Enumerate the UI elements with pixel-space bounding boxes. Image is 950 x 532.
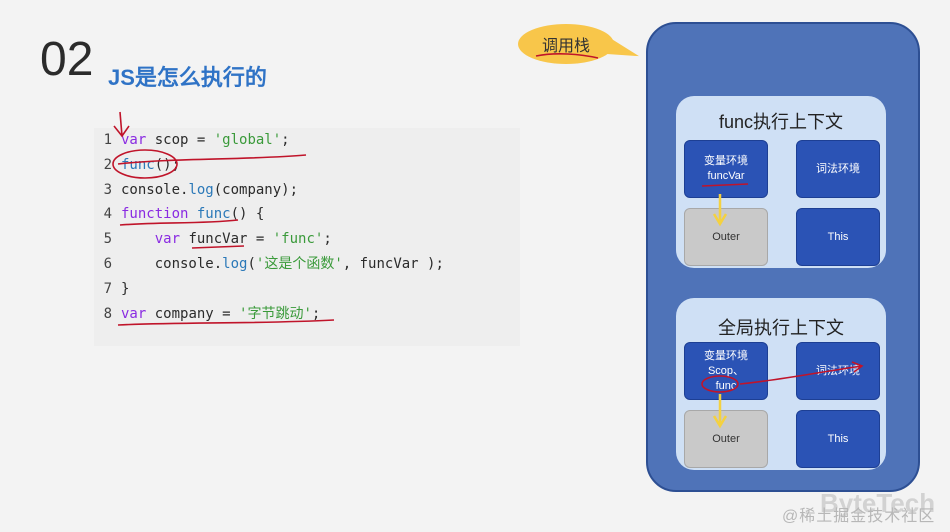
code-line: 8 var company = '字节跳动'; [94,302,321,326]
code-token: company = [146,305,240,322]
func-lex-env-label: 词法环境 [816,162,860,175]
code-line: 6 console.log('这是个函数', funcVar ); [94,252,444,276]
global-var-env-scop: Scop、 [707,364,745,377]
global-var-env-func: func [715,379,737,392]
call-stack-callout: 调用栈 [518,24,614,64]
code-token: func [121,156,155,173]
code-token: } [121,280,130,297]
global-this: This [796,410,880,468]
code-token: (company); [213,181,299,198]
global-var-env-label: 变量环境 [704,349,748,362]
code-token: 'func' [272,231,324,248]
code-line: 5 var funcVar = 'func'; [94,227,332,251]
func-lexical-environment: 词法环境 [796,140,880,198]
func-outer: Outer [684,208,768,266]
code-token: '这是个函数' [255,256,343,272]
code-token [188,206,196,222]
code-line: 4 function func() { [94,202,265,226]
global-lex-env-label: 词法环境 [816,364,860,377]
global-context-title: 全局执行上下文 [718,318,844,338]
line-number: 2 [103,156,112,173]
code-token: console. [121,181,189,198]
code-token: func [196,206,231,223]
code-line: 2 func(); [94,153,180,177]
code-token: scop = [146,132,214,148]
func-var-env-label: 变量环境 [704,155,748,167]
global-lexical-environment: 词法环境 [796,342,880,400]
code-token: ; [311,305,321,322]
code-token: var [121,305,147,322]
global-outer-label: Outer [712,432,740,445]
func-variable-environment: 变量环境 funcVar [684,140,768,198]
bytetech-logo: ByteTech [820,488,936,518]
code-token: log [188,181,214,198]
code-token: ( [247,256,256,272]
code-line: 7} [94,277,130,301]
code-token: , funcVar ); [342,256,444,272]
line-number: 7 [103,280,112,297]
callout-label: 调用栈 [541,38,590,55]
code-token: var [121,132,147,148]
line-number: 5 [103,231,112,248]
code-token: '字节跳动' [239,305,312,322]
code-line: 1 var scop = 'global'; [94,128,290,152]
line-number: 1 [103,132,112,148]
code-token: console. [121,256,223,272]
code-line: 3 console.log(company); [94,178,298,202]
func-var-env-content: funcVar [707,170,745,182]
func-this: This [796,208,880,266]
func-this-label: This [827,230,849,243]
code-token: var [121,231,181,248]
code-token: () { [230,206,265,223]
line-number: 3 [103,181,112,198]
code-token: log [222,256,248,272]
line-number: 4 [103,206,112,223]
watermark-text: @稀土掘金技术社区 [782,508,936,525]
line-number: 6 [103,256,112,272]
code-token: ; [281,132,290,148]
slide-number: 02 [40,33,94,86]
global-variable-environment: 变量环境 Scop、 func [684,342,768,400]
global-outer: Outer [684,410,768,468]
slide-title: JS是怎么执行的 [108,65,267,90]
code-token: funcVar = [180,231,273,248]
code-token: (); [154,156,181,173]
global-this-label: This [827,432,849,445]
func-outer-label: Outer [712,230,740,243]
code-token: 'global' [213,132,282,148]
code-token: function [121,206,189,223]
line-number: 8 [103,305,112,322]
func-context-title: func执行上下文 [718,112,844,132]
code-token: ; [323,231,332,248]
